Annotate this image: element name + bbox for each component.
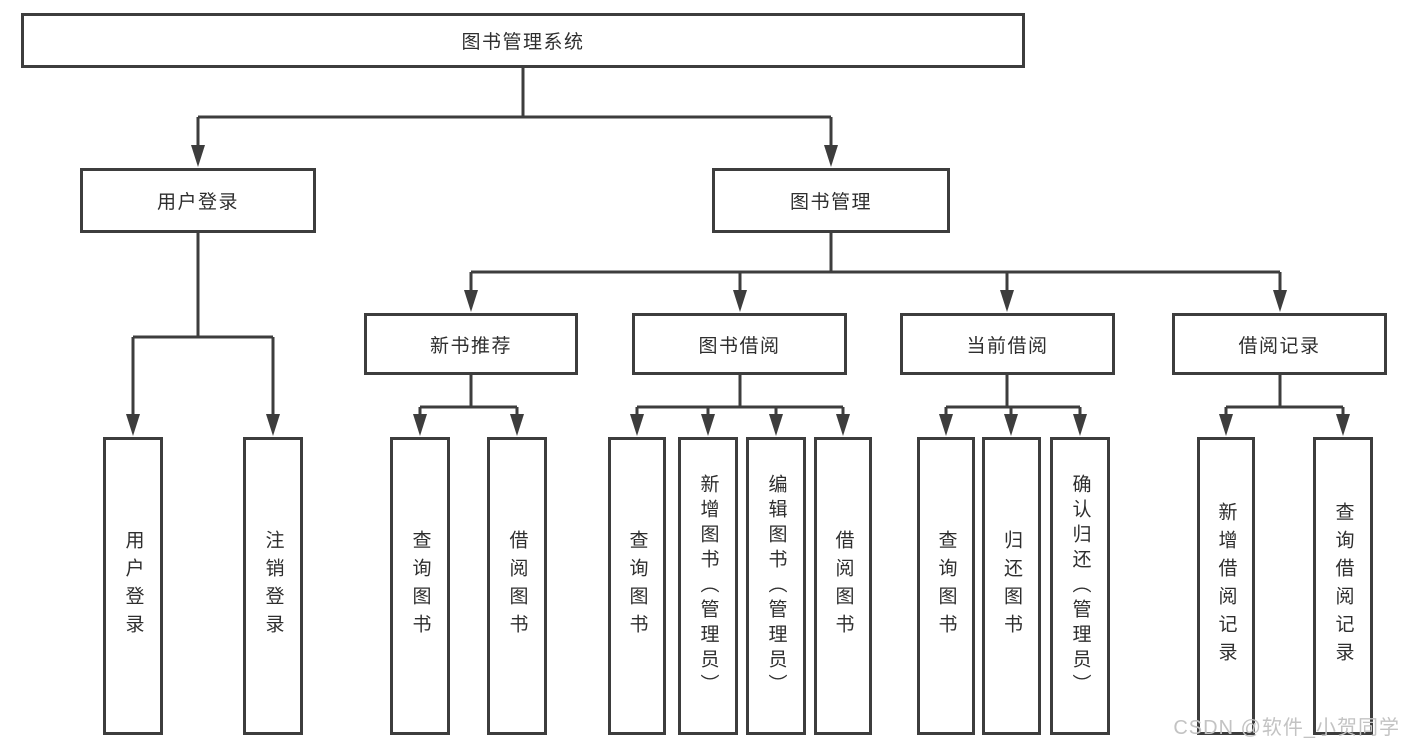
leaf-user-login: 用户登录 — [103, 437, 163, 735]
leaf-label: 查询图书 — [626, 530, 648, 642]
node-label: 借阅记录 — [1238, 335, 1321, 357]
node-label: 图书管理系统 — [461, 32, 585, 53]
leaf-current-return-books: 归还图书 — [982, 437, 1041, 735]
leaf-label: 归还图书 — [1001, 530, 1022, 642]
leaf-label: 借阅图书 — [832, 530, 854, 642]
node-user-login: 用户登录 — [80, 168, 316, 233]
leaf-current-query-books: 查询图书 — [917, 437, 975, 735]
node-label: 图书借阅 — [698, 335, 781, 357]
leaf-records-query-borrow-record: 查询借阅记录 — [1313, 437, 1373, 735]
leaf-label: 新增图书（管理员） — [697, 473, 719, 699]
node-label: 新书推荐 — [429, 335, 512, 357]
leaf-borrowing-add-books-admin: 新增图书（管理员） — [678, 437, 738, 735]
leaf-label: 查询图书 — [935, 530, 957, 642]
leaf-label: 借阅图书 — [506, 530, 528, 642]
node-new-book-recommend: 新书推荐 — [364, 313, 578, 375]
node-borrowing-records: 借阅记录 — [1172, 313, 1387, 375]
leaf-label: 注销登录 — [262, 530, 284, 642]
node-label: 当前借阅 — [966, 335, 1049, 357]
node-book-management: 图书管理 — [712, 168, 950, 233]
leaf-records-add-borrow-record: 新增借阅记录 — [1197, 437, 1255, 735]
node-label: 图书管理 — [789, 192, 872, 213]
leaf-newbook-query-books: 查询图书 — [390, 437, 450, 735]
csdn-watermark: CSDN @软件_小贺同学 — [1173, 717, 1400, 739]
node-label: 用户登录 — [156, 192, 239, 213]
node-current-borrowing: 当前借阅 — [900, 313, 1115, 375]
leaf-borrowing-edit-books-admin: 编辑图书（管理员） — [746, 437, 806, 735]
leaf-label: 用户登录 — [122, 530, 144, 642]
node-book-borrowing: 图书借阅 — [632, 313, 847, 375]
leaf-label: 查询图书 — [409, 530, 431, 642]
leaf-borrowing-query-books: 查询图书 — [608, 437, 666, 735]
leaf-label: 确认归还（管理员） — [1069, 473, 1091, 699]
leaf-label: 查询借阅记录 — [1332, 502, 1354, 670]
leaf-current-confirm-return-admin: 确认归还（管理员） — [1050, 437, 1110, 735]
leaf-logout: 注销登录 — [243, 437, 303, 735]
leaf-label: 新增借阅记录 — [1215, 502, 1237, 670]
leaf-newbook-borrow-books: 借阅图书 — [487, 437, 547, 735]
leaf-borrowing-borrow-books: 借阅图书 — [814, 437, 872, 735]
node-library-management-system: 图书管理系统 — [21, 13, 1025, 68]
leaf-label: 编辑图书（管理员） — [765, 473, 787, 699]
